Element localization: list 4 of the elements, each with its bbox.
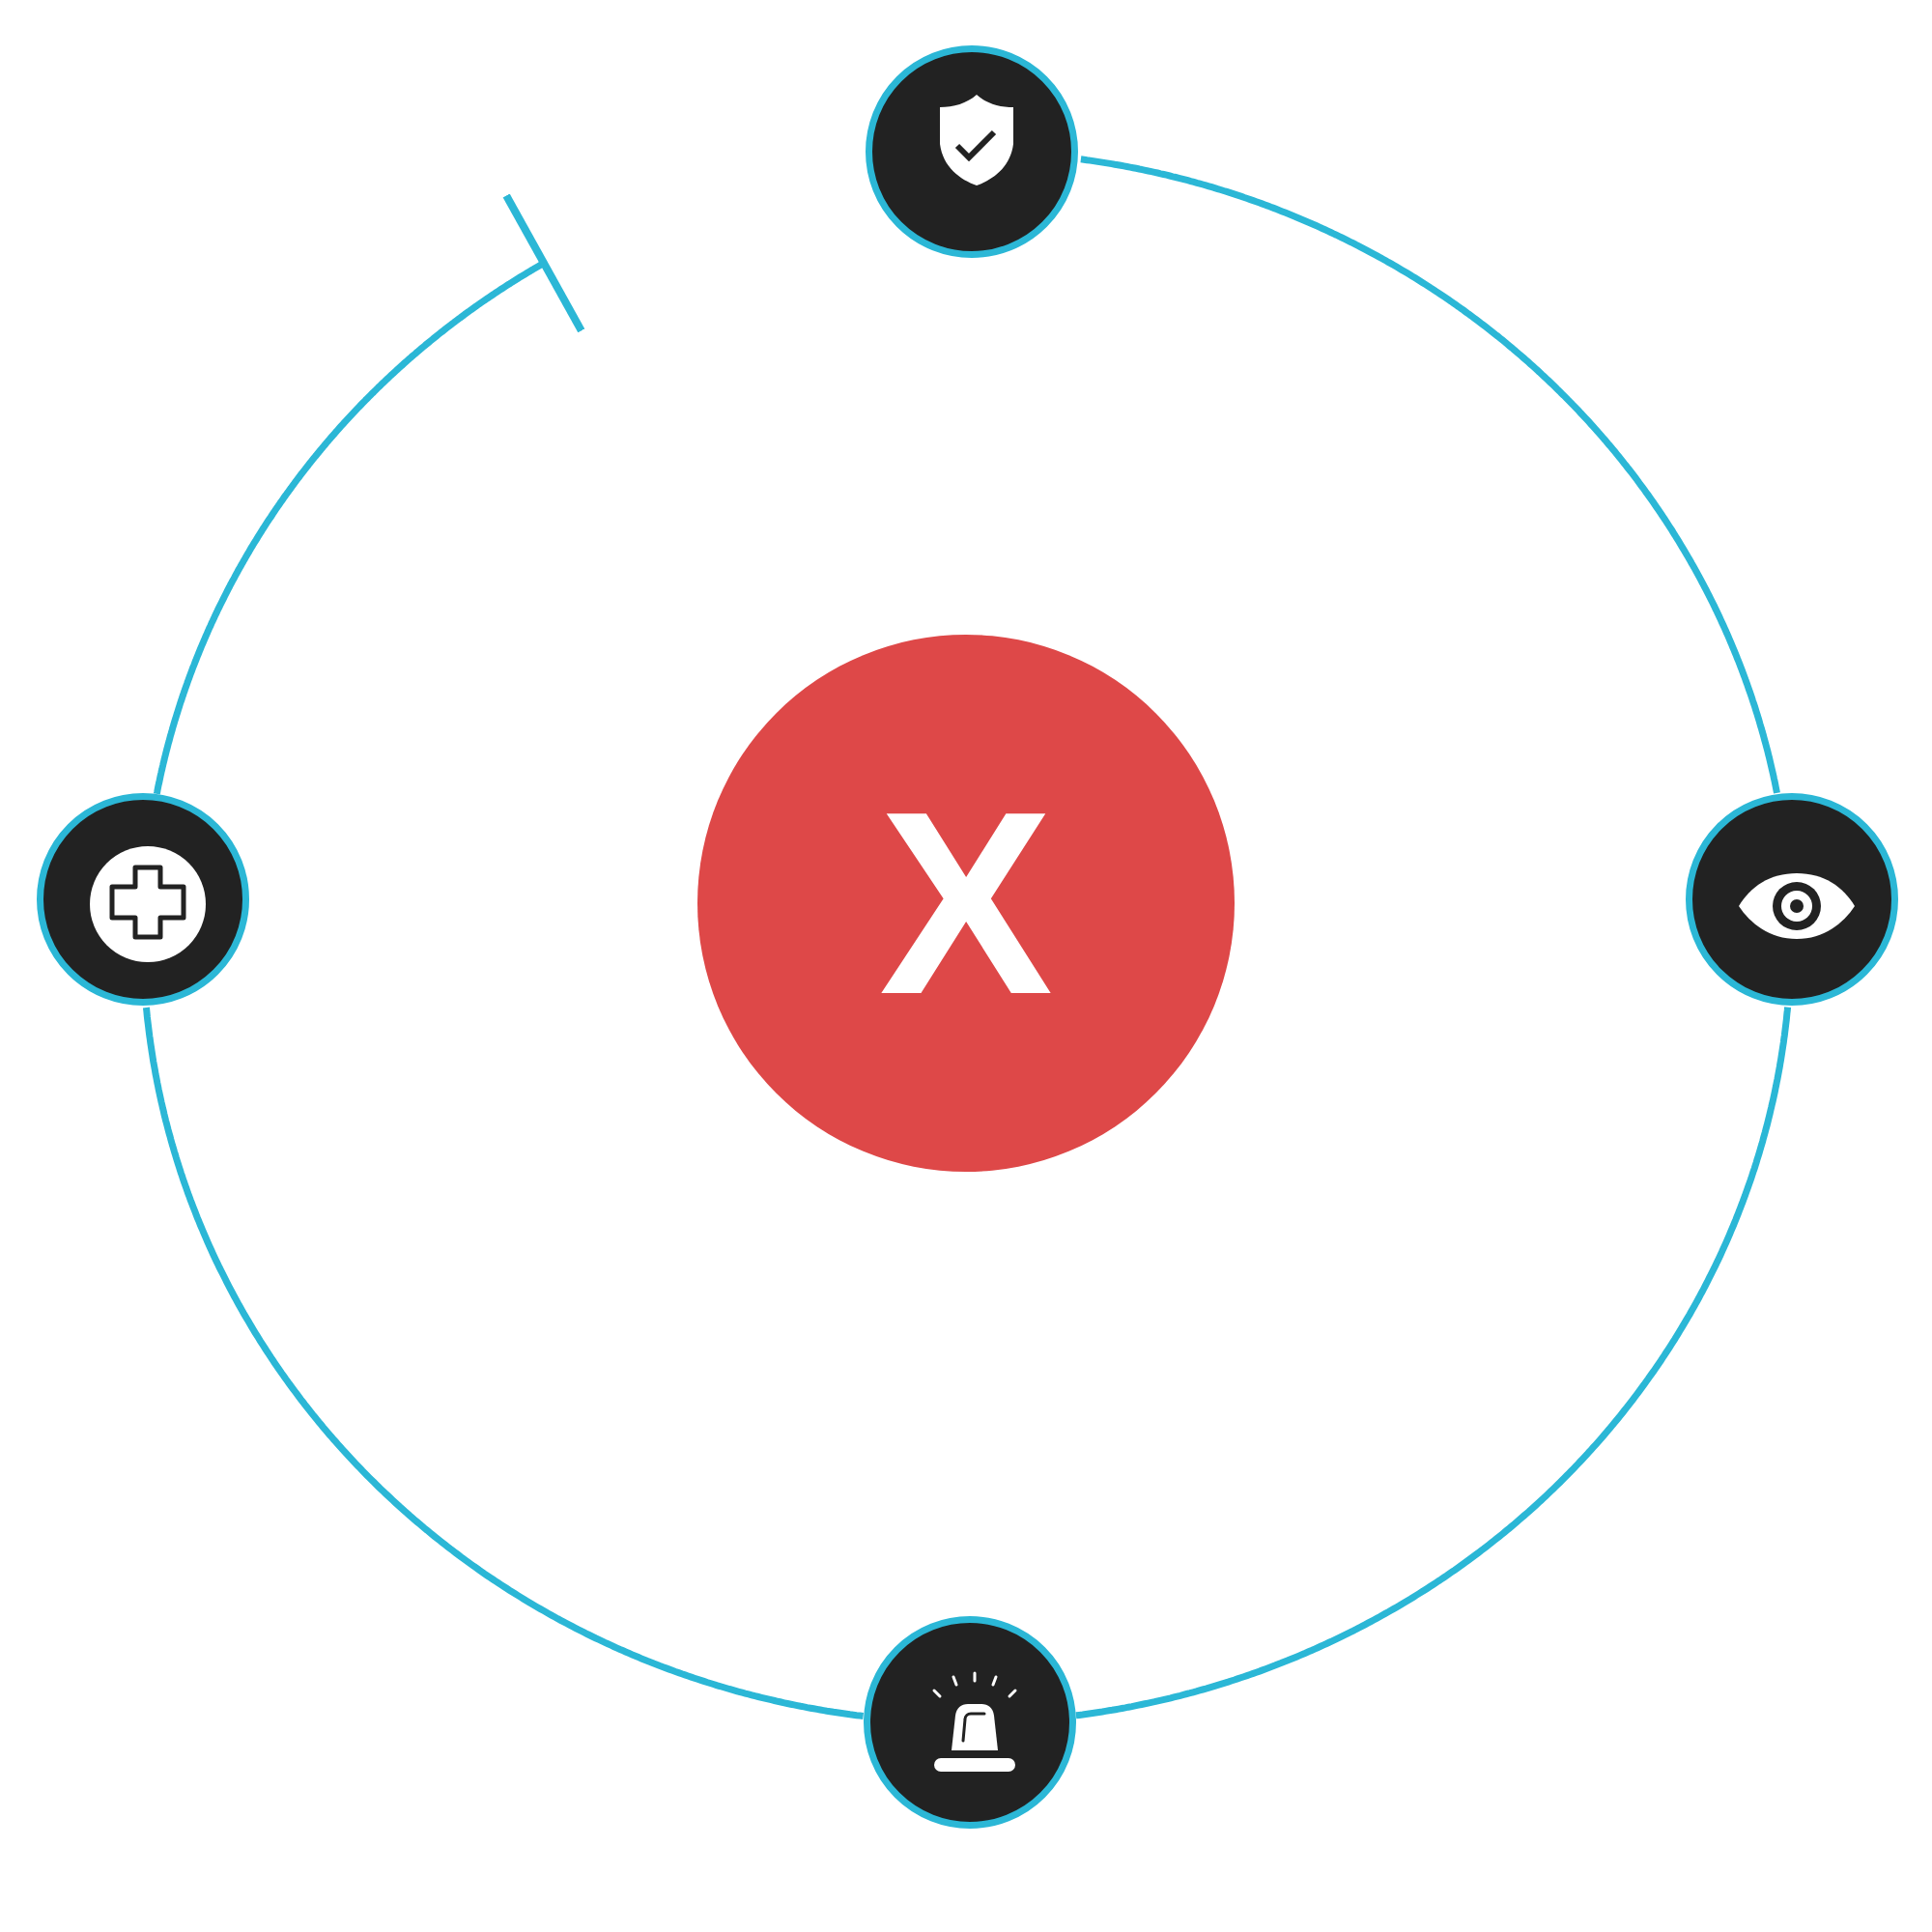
connector-line [142, 1007, 865, 1719]
connector-line [1080, 156, 1780, 794]
center-label: X [878, 773, 1054, 1034]
connector-line [1075, 1007, 1792, 1719]
